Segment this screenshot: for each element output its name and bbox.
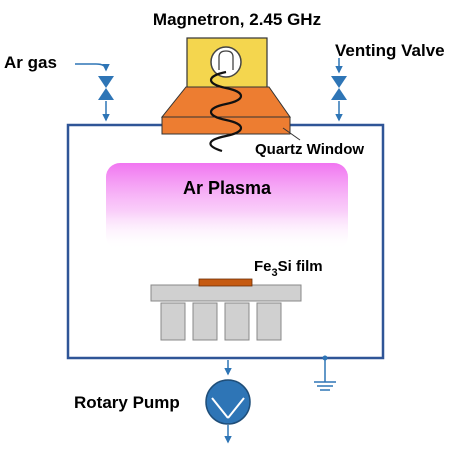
valve-icon [331, 76, 347, 100]
ground-icon [314, 355, 336, 391]
venting-valve-label: Venting Valve [335, 41, 445, 60]
rotary-pump-label: Rotary Pump [74, 393, 180, 412]
substrate-heater [150, 284, 302, 341]
ar-gas-arrow [75, 63, 110, 72]
ar-gas-label: Ar gas [4, 53, 57, 72]
quartz-window-slab [161, 116, 291, 135]
ar-plasma-region [106, 163, 348, 250]
valve-icon [98, 76, 114, 100]
ar-plasma-label: Ar Plasma [183, 178, 272, 198]
dial-icon [210, 46, 242, 78]
rotary-pump-icon [205, 379, 251, 425]
quartz-window-label: Quartz Window [255, 141, 364, 158]
quartz-window-leader [282, 127, 301, 141]
magnetron-label: Magnetron, 2.45 GHz [153, 10, 321, 29]
film-label: Fe3Si film [254, 258, 323, 279]
quartz-window [160, 86, 291, 118]
fe3si-film [198, 278, 253, 287]
coil-icon [209, 70, 243, 153]
